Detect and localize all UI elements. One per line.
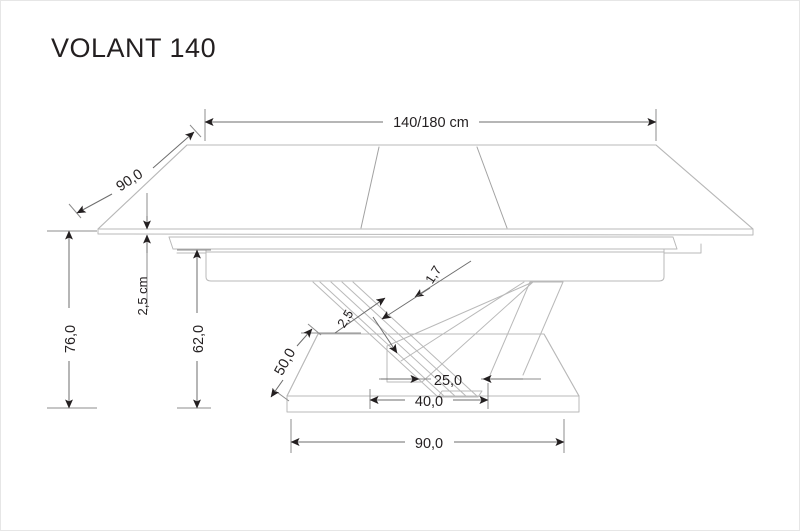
strut-a4 bbox=[341, 281, 468, 398]
base-plinth-group bbox=[286, 333, 580, 413]
tabletop-corner-left bbox=[97, 144, 188, 230]
dimension-label-column-detail: 2,5 bbox=[334, 307, 356, 330]
dimension-label-column-thickness: 1,7 bbox=[422, 263, 444, 286]
strut-a1 bbox=[312, 281, 439, 398]
strut-a3 bbox=[330, 281, 457, 398]
dimension-foot-outer: 40,0 bbox=[369, 383, 489, 410]
tabletop-group bbox=[97, 144, 754, 236]
strut-b-edge bbox=[400, 281, 525, 362]
dimension-label-foot-inner: 25,0 bbox=[434, 373, 462, 389]
base-plinth-front bbox=[286, 395, 580, 413]
strut-a2 bbox=[319, 281, 446, 398]
dimension-column-detail: 2,5 bbox=[301, 297, 398, 354]
tabletop-seam-left bbox=[360, 146, 380, 229]
dimension-label-total-height: 76,0 bbox=[63, 325, 79, 353]
tabletop-edge-front bbox=[97, 228, 754, 236]
tabletop-corner-right bbox=[655, 144, 754, 230]
strut-c-right bbox=[522, 281, 564, 376]
pedestal-x-group bbox=[312, 281, 564, 398]
dimension-base-depth: 50,0 bbox=[270, 323, 322, 402]
dimension-underside-height: 62,0 bbox=[177, 249, 211, 409]
dimension-label-depth: 90,0 bbox=[114, 166, 146, 195]
tabletop-surface bbox=[97, 144, 754, 230]
dimension-label-base-depth: 50,0 bbox=[272, 346, 300, 378]
strut-a-foot bbox=[437, 390, 483, 398]
dimension-total-height: 76,0 bbox=[47, 230, 97, 409]
strut-a5 bbox=[352, 281, 479, 398]
tabletop-seam-right bbox=[476, 146, 508, 229]
dimension-depth: 90,0 bbox=[68, 124, 202, 219]
base-plinth-right-chamfer bbox=[543, 333, 580, 397]
dimension-top-width: 140/180 cm bbox=[204, 109, 657, 141]
dimension-label-base-width: 90,0 bbox=[415, 436, 443, 452]
apron-right-return bbox=[663, 243, 702, 254]
dimension-top-thickness: 2,5 cm bbox=[135, 193, 151, 316]
dimension-label-underside-height: 62,0 bbox=[191, 325, 207, 353]
strut-b-main bbox=[386, 281, 534, 383]
dimension-foot-inner: 25,0 bbox=[379, 373, 541, 389]
strut-c-leg bbox=[489, 281, 531, 376]
apron-front-beam bbox=[205, 248, 665, 282]
apron-group bbox=[168, 236, 702, 282]
dimension-label-foot-outer: 40,0 bbox=[415, 394, 443, 410]
base-plinth-left-chamfer bbox=[286, 333, 319, 397]
dimension-label-top-width: 140/180 cm bbox=[393, 115, 469, 131]
dimension-column-thickness: 1,7 bbox=[381, 260, 472, 320]
dimension-base-width: 90,0 bbox=[290, 419, 565, 453]
apron-rear-rail bbox=[168, 236, 678, 250]
page-title: VOLANT 140 bbox=[51, 33, 217, 63]
dimension-label-top-thickness: 2,5 cm bbox=[135, 276, 150, 315]
